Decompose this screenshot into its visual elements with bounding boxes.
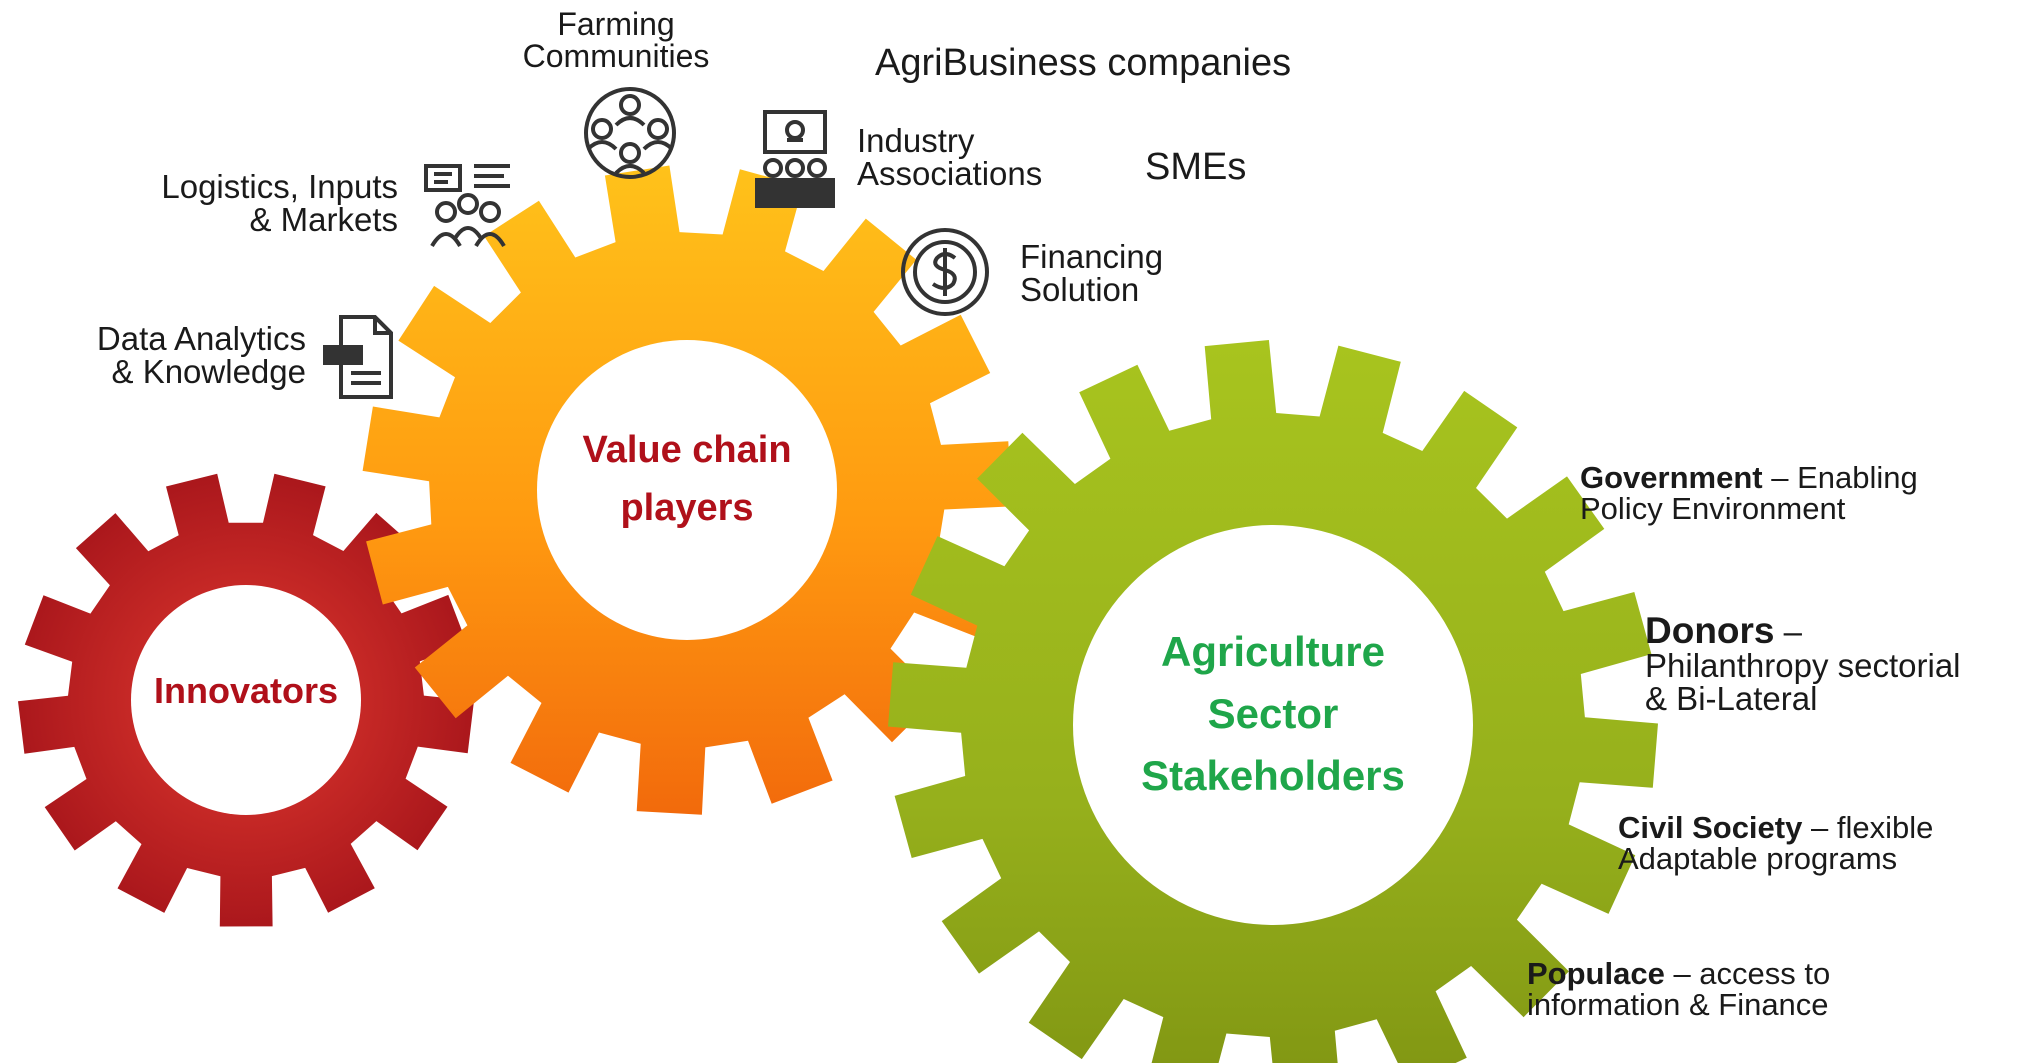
data-line1: Data Analytics: [96, 320, 306, 357]
government-bold: Government: [1580, 460, 1763, 495]
donors-line2: Philanthropy sectorial: [1645, 647, 1961, 684]
smes-text: SMEs: [1145, 146, 1247, 188]
civil-bold: Civil Society: [1618, 810, 1803, 845]
data-analytics-label: Data Analytics & Knowledge: [40, 322, 306, 388]
farming-communities-label: Farming Communities: [496, 8, 736, 72]
document-icon: [323, 315, 393, 399]
civil-rest: – flexible: [1802, 810, 1934, 845]
populace-rest: – access to: [1664, 956, 1831, 991]
agriculture-label-line1: Agriculture: [1161, 628, 1385, 675]
value-chain-gear: [362, 165, 1012, 815]
agriculture-gear: [888, 340, 1658, 1063]
presentation-audience-icon: [755, 110, 835, 208]
logistics-label: Logistics, Inputs & Markets: [100, 170, 398, 236]
value-chain-gear-hub: [537, 340, 837, 640]
people-network-icon: [584, 87, 676, 179]
team-board-icon: [424, 164, 510, 248]
agriculture-label-line2: Sector: [1208, 690, 1339, 737]
government-label: Government – Enabling Policy Environment: [1580, 462, 1918, 524]
value-chain-label-line2: players: [620, 487, 753, 529]
value-chain-label-line1: Value chain: [582, 429, 791, 471]
innovators-gear: [18, 473, 474, 927]
financing-line1: Financing: [1020, 238, 1164, 275]
industry-line2: Associations: [857, 155, 1043, 192]
logistics-line2: & Markets: [249, 201, 398, 238]
agribusiness-text: AgriBusiness companies: [875, 42, 1292, 84]
populace-label: Populace – access to information & Finan…: [1527, 958, 1830, 1020]
government-line2: Policy Environment: [1580, 491, 1846, 526]
logistics-line1: Logistics, Inputs: [161, 168, 398, 205]
donors-label: Donors – Philanthropy sectorial & Bi-Lat…: [1645, 612, 1961, 715]
agriculture-gear-hub: [1073, 525, 1473, 925]
populace-line2: information & Finance: [1527, 987, 1829, 1022]
government-rest: – Enabling: [1762, 460, 1918, 495]
financing-line2: Solution: [1020, 271, 1140, 308]
agriculture-label-line3: Stakeholders: [1141, 752, 1405, 799]
populace-bold: Populace: [1527, 956, 1665, 991]
industry-line1: Industry: [857, 122, 975, 159]
civil-society-label: Civil Society – flexible Adaptable progr…: [1618, 812, 1933, 874]
financing-solution-label: Financing Solution: [1020, 240, 1163, 306]
dollar-coin-icon: [901, 228, 989, 316]
innovators-label: Innovators: [154, 670, 338, 711]
civil-line2: Adaptable programs: [1618, 841, 1898, 876]
industry-associations-label: Industry Associations: [857, 124, 1042, 190]
donors-rest: –: [1774, 613, 1803, 650]
smes-label: SMEs: [1145, 148, 1246, 186]
data-line2: & Knowledge: [111, 353, 306, 390]
farming-line1: Farming: [557, 6, 675, 42]
innovators-gear-hub: [131, 585, 361, 815]
farming-line2: Communities: [522, 38, 710, 74]
donors-bold: Donors: [1645, 610, 1775, 651]
donors-line3: & Bi-Lateral: [1645, 680, 1818, 717]
agribusiness-label: AgriBusiness companies: [875, 44, 1291, 82]
